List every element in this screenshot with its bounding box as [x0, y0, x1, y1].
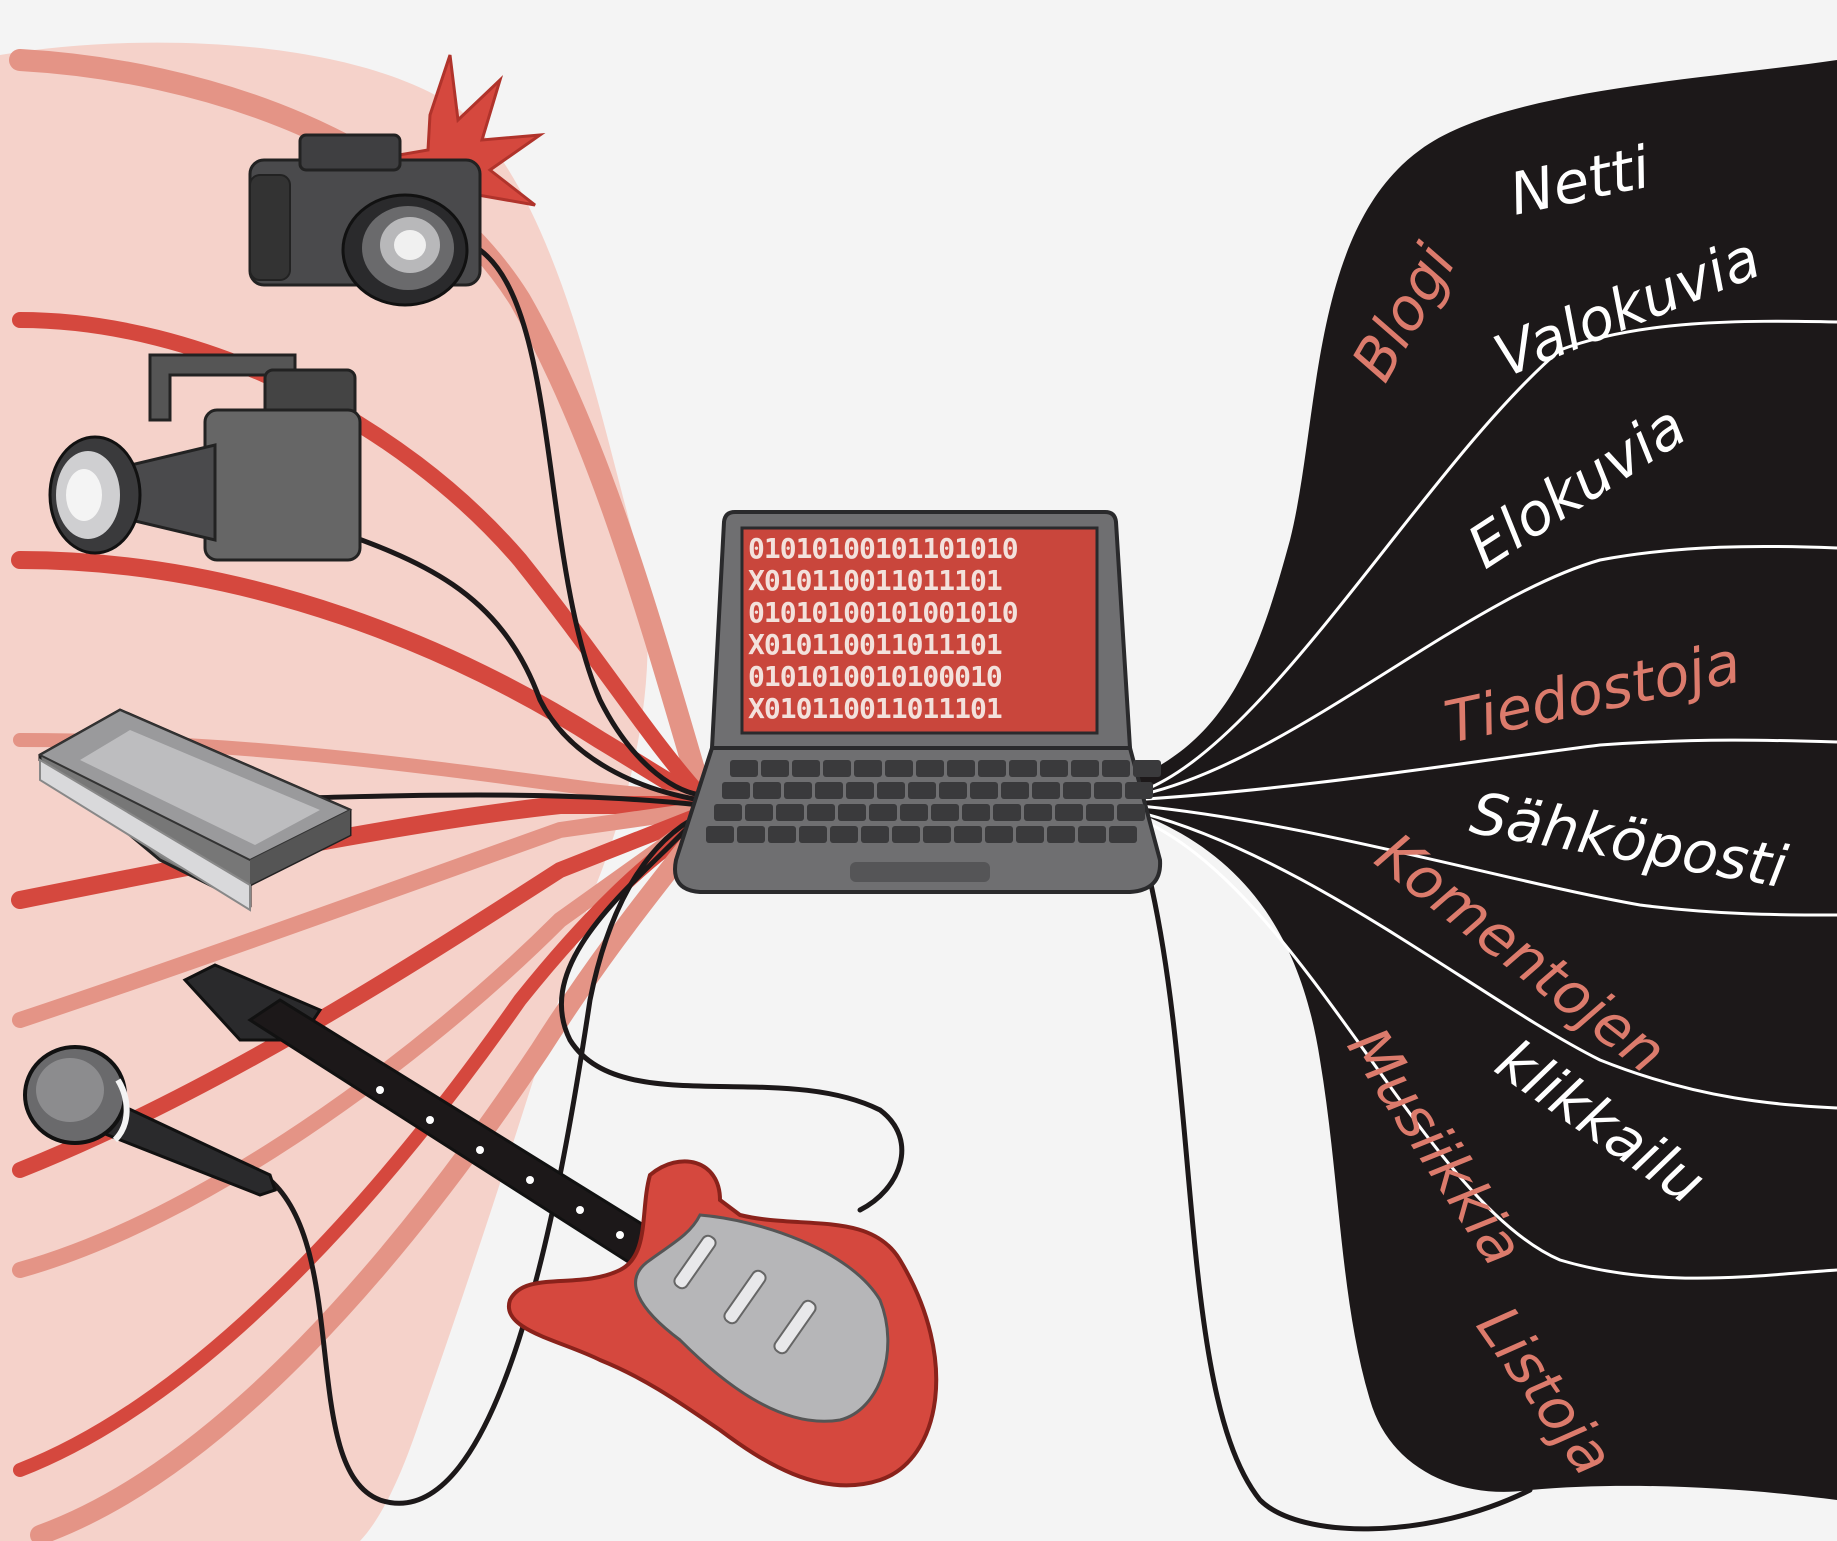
keyboard-key: [1040, 760, 1068, 777]
binary-line: 01010100101001010: [748, 596, 1018, 629]
keyboard-key: [1117, 804, 1145, 821]
keyboard-key: [1024, 804, 1052, 821]
keyboard-key: [792, 760, 820, 777]
keyboard-key: [753, 782, 781, 799]
keyboard-key: [737, 826, 765, 843]
keyboard-key: [1078, 826, 1106, 843]
keyboard-key: [962, 804, 990, 821]
keyboard-key: [1032, 782, 1060, 799]
keyboard-key: [807, 804, 835, 821]
keyboard-key: [722, 782, 750, 799]
keyboard-key: [1086, 804, 1114, 821]
keyboard-key: [1063, 782, 1091, 799]
binary-line: 01010100101101010: [748, 532, 1018, 565]
keyboard-key: [838, 804, 866, 821]
keyboard-key: [854, 760, 882, 777]
keyboard-key: [745, 804, 773, 821]
keyboard-key: [730, 760, 758, 777]
keyboard-key: [1055, 804, 1083, 821]
laptop: 01010100101101010 X010110011011101 01010…: [675, 512, 1161, 892]
binary-line: X010110011011101: [748, 692, 1002, 725]
keyboard-key: [815, 782, 843, 799]
keyboard-key: [993, 804, 1021, 821]
binary-code: 01010100101101010 X010110011011101 01010…: [748, 532, 1018, 725]
keyboard-key: [978, 760, 1006, 777]
keyboard-key: [830, 826, 858, 843]
keyboard-key: [846, 782, 874, 799]
keyboard-key: [970, 782, 998, 799]
binary-line: X010110011011101: [748, 628, 1002, 661]
keyboard-key: [939, 782, 967, 799]
keyboard-key: [1109, 826, 1137, 843]
keyboard-key: [900, 804, 928, 821]
keyboard-key: [1047, 826, 1075, 843]
keyboard-key: [985, 826, 1013, 843]
touchpad: [850, 862, 990, 882]
keyboard-key: [799, 826, 827, 843]
keyboard-key: [823, 760, 851, 777]
keyboard-key: [885, 760, 913, 777]
camera-icon: [250, 135, 480, 305]
keyboard-key: [1125, 782, 1153, 799]
binary-line: X010110011011101: [748, 564, 1002, 597]
keyboard-key: [954, 826, 982, 843]
keyboard-key: [761, 760, 789, 777]
keyboard-key: [1009, 760, 1037, 777]
keyboard-key: [1102, 760, 1130, 777]
keyboard-key: [1094, 782, 1122, 799]
keyboard-key: [916, 760, 944, 777]
keyboard-key: [923, 826, 951, 843]
keyboard-key: [714, 804, 742, 821]
keyboard-key: [869, 804, 897, 821]
keyboard-key: [931, 804, 959, 821]
keyboard-key: [1001, 782, 1029, 799]
keyboard-key: [706, 826, 734, 843]
keyboard-key: [768, 826, 796, 843]
keyboard-key: [908, 782, 936, 799]
binary-line: 0101010010100010: [748, 660, 1002, 693]
keyboard-key: [892, 826, 920, 843]
keyboard-key: [1071, 760, 1099, 777]
keyboard-key: [776, 804, 804, 821]
keyboard-key: [1133, 760, 1161, 777]
keyboard-key: [784, 782, 812, 799]
keyboard-key: [877, 782, 905, 799]
keyboard-key: [1016, 826, 1044, 843]
keyboard-key: [861, 826, 889, 843]
keyboard-key: [947, 760, 975, 777]
